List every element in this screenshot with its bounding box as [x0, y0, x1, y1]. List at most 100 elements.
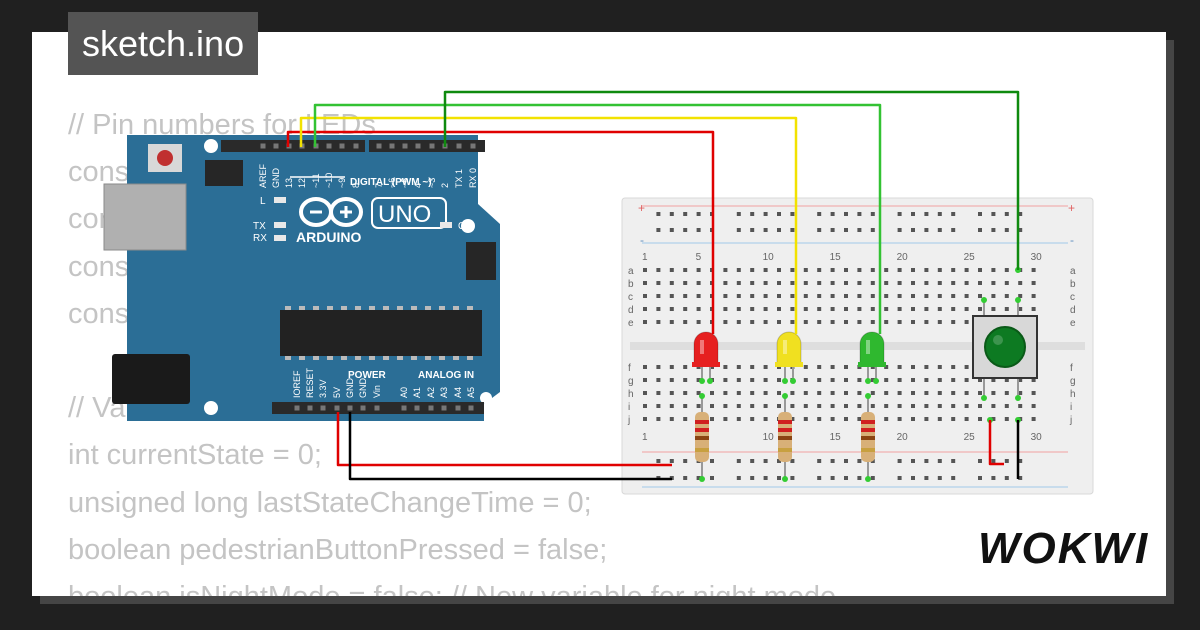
- breadboard-hole[interactable]: [643, 320, 647, 324]
- rail-hole[interactable]: [736, 228, 741, 232]
- digital-pin[interactable]: [415, 143, 421, 149]
- breadboard-hole[interactable]: [696, 268, 701, 272]
- rail-hole[interactable]: [696, 476, 701, 480]
- breadboard-hole[interactable]: [978, 378, 982, 382]
- breadboard-hole[interactable]: [763, 281, 768, 285]
- breadboard-hole[interactable]: [937, 378, 942, 382]
- rail-hole[interactable]: [911, 459, 915, 463]
- breadboard-hole[interactable]: [870, 307, 875, 311]
- breadboard-hole[interactable]: [750, 417, 755, 421]
- rail-hole[interactable]: [897, 228, 902, 232]
- breadboard-hole[interactable]: [750, 281, 755, 285]
- rail-hole[interactable]: [710, 476, 714, 480]
- breadboard-hole[interactable]: [951, 391, 956, 395]
- rail-hole[interactable]: [750, 459, 755, 463]
- breadboard-hole[interactable]: [803, 378, 808, 382]
- breadboard-hole[interactable]: [911, 417, 915, 421]
- breadboard-hole[interactable]: [964, 404, 969, 408]
- breadboard-hole[interactable]: [723, 391, 728, 395]
- breadboard-hole[interactable]: [870, 268, 875, 272]
- rail-hole[interactable]: [978, 459, 982, 463]
- rail-hole[interactable]: [951, 228, 956, 232]
- breadboard-hole[interactable]: [1031, 307, 1036, 311]
- breadboard-hole[interactable]: [763, 307, 768, 311]
- breadboard-hole[interactable]: [669, 294, 674, 298]
- breadboard-hole[interactable]: [723, 268, 728, 272]
- breadboard-hole[interactable]: [884, 391, 889, 395]
- rail-hole[interactable]: [750, 228, 755, 232]
- breadboard-hole[interactable]: [723, 404, 728, 408]
- digital-pin[interactable]: [260, 143, 266, 149]
- breadboard-hole[interactable]: [991, 378, 996, 382]
- digital-pin[interactable]: [470, 143, 476, 149]
- breadboard-hole[interactable]: [884, 365, 889, 369]
- breadboard-hole[interactable]: [924, 365, 929, 369]
- rail-hole[interactable]: [937, 212, 942, 216]
- rail-hole[interactable]: [951, 459, 956, 463]
- breadboard-hole[interactable]: [911, 391, 915, 395]
- digital-pin[interactable]: [273, 143, 279, 149]
- rail-hole[interactable]: [817, 459, 822, 463]
- breadboard-hole[interactable]: [897, 391, 902, 395]
- breadboard-hole[interactable]: [696, 391, 701, 395]
- breadboard-hole[interactable]: [911, 378, 915, 382]
- power-pin[interactable]: [320, 405, 326, 411]
- breadboard-hole[interactable]: [924, 391, 929, 395]
- rail-hole[interactable]: [924, 459, 929, 463]
- analog-pin[interactable]: [468, 405, 474, 411]
- breadboard-hole[interactable]: [1031, 294, 1036, 298]
- breadboard-hole[interactable]: [817, 404, 822, 408]
- breadboard-hole[interactable]: [763, 391, 768, 395]
- rail-hole[interactable]: [978, 212, 982, 216]
- breadboard-hole[interactable]: [817, 365, 822, 369]
- rail-hole[interactable]: [1018, 228, 1023, 232]
- breadboard-hole[interactable]: [964, 307, 969, 311]
- breadboard-hole[interactable]: [830, 365, 835, 369]
- breadboard-hole[interactable]: [884, 281, 889, 285]
- breadboard-hole[interactable]: [937, 320, 942, 324]
- breadboard-hole[interactable]: [951, 294, 956, 298]
- breadboard-hole[interactable]: [803, 365, 808, 369]
- rail-hole[interactable]: [857, 459, 862, 463]
- rail-hole[interactable]: [683, 476, 688, 480]
- breadboard-hole[interactable]: [643, 417, 647, 421]
- resistor[interactable]: [778, 393, 792, 482]
- breadboard-hole[interactable]: [1004, 404, 1009, 408]
- breadboard-hole[interactable]: [669, 320, 674, 324]
- breadboard-hole[interactable]: [683, 320, 688, 324]
- breadboard-hole[interactable]: [937, 365, 942, 369]
- breadboard-hole[interactable]: [951, 378, 956, 382]
- rail-hole[interactable]: [870, 228, 875, 232]
- rail-hole[interactable]: [897, 212, 902, 216]
- breadboard-hole[interactable]: [844, 268, 848, 272]
- rail-hole[interactable]: [736, 459, 741, 463]
- rail-hole[interactable]: [763, 228, 768, 232]
- rail-hole[interactable]: [669, 228, 674, 232]
- breadboard-hole[interactable]: [643, 307, 647, 311]
- rail-hole[interactable]: [790, 476, 795, 480]
- breadboard-hole[interactable]: [763, 378, 768, 382]
- rail-hole[interactable]: [790, 228, 795, 232]
- rail-hole[interactable]: [897, 459, 902, 463]
- breadboard-hole[interactable]: [696, 307, 701, 311]
- breadboard-hole[interactable]: [991, 268, 996, 272]
- breadboard-hole[interactable]: [736, 268, 741, 272]
- rail-hole[interactable]: [790, 212, 795, 216]
- breadboard-hole[interactable]: [736, 281, 741, 285]
- breadboard-hole[interactable]: [777, 281, 781, 285]
- breadboard-hole[interactable]: [777, 307, 781, 311]
- breadboard-hole[interactable]: [951, 365, 956, 369]
- breadboard-hole[interactable]: [1018, 391, 1023, 395]
- digital-pin[interactable]: [326, 143, 332, 149]
- breadboard-hole[interactable]: [763, 268, 768, 272]
- breadboard-hole[interactable]: [656, 320, 661, 324]
- breadboard-hole[interactable]: [1004, 417, 1009, 421]
- breadboard-hole[interactable]: [696, 320, 701, 324]
- breadboard-hole[interactable]: [777, 404, 781, 408]
- breadboard-hole[interactable]: [1031, 417, 1036, 421]
- rail-hole[interactable]: [817, 476, 822, 480]
- breadboard-hole[interactable]: [991, 404, 996, 408]
- rail-hole[interactable]: [844, 212, 848, 216]
- breadboard-hole[interactable]: [656, 417, 661, 421]
- analog-pin[interactable]: [441, 405, 447, 411]
